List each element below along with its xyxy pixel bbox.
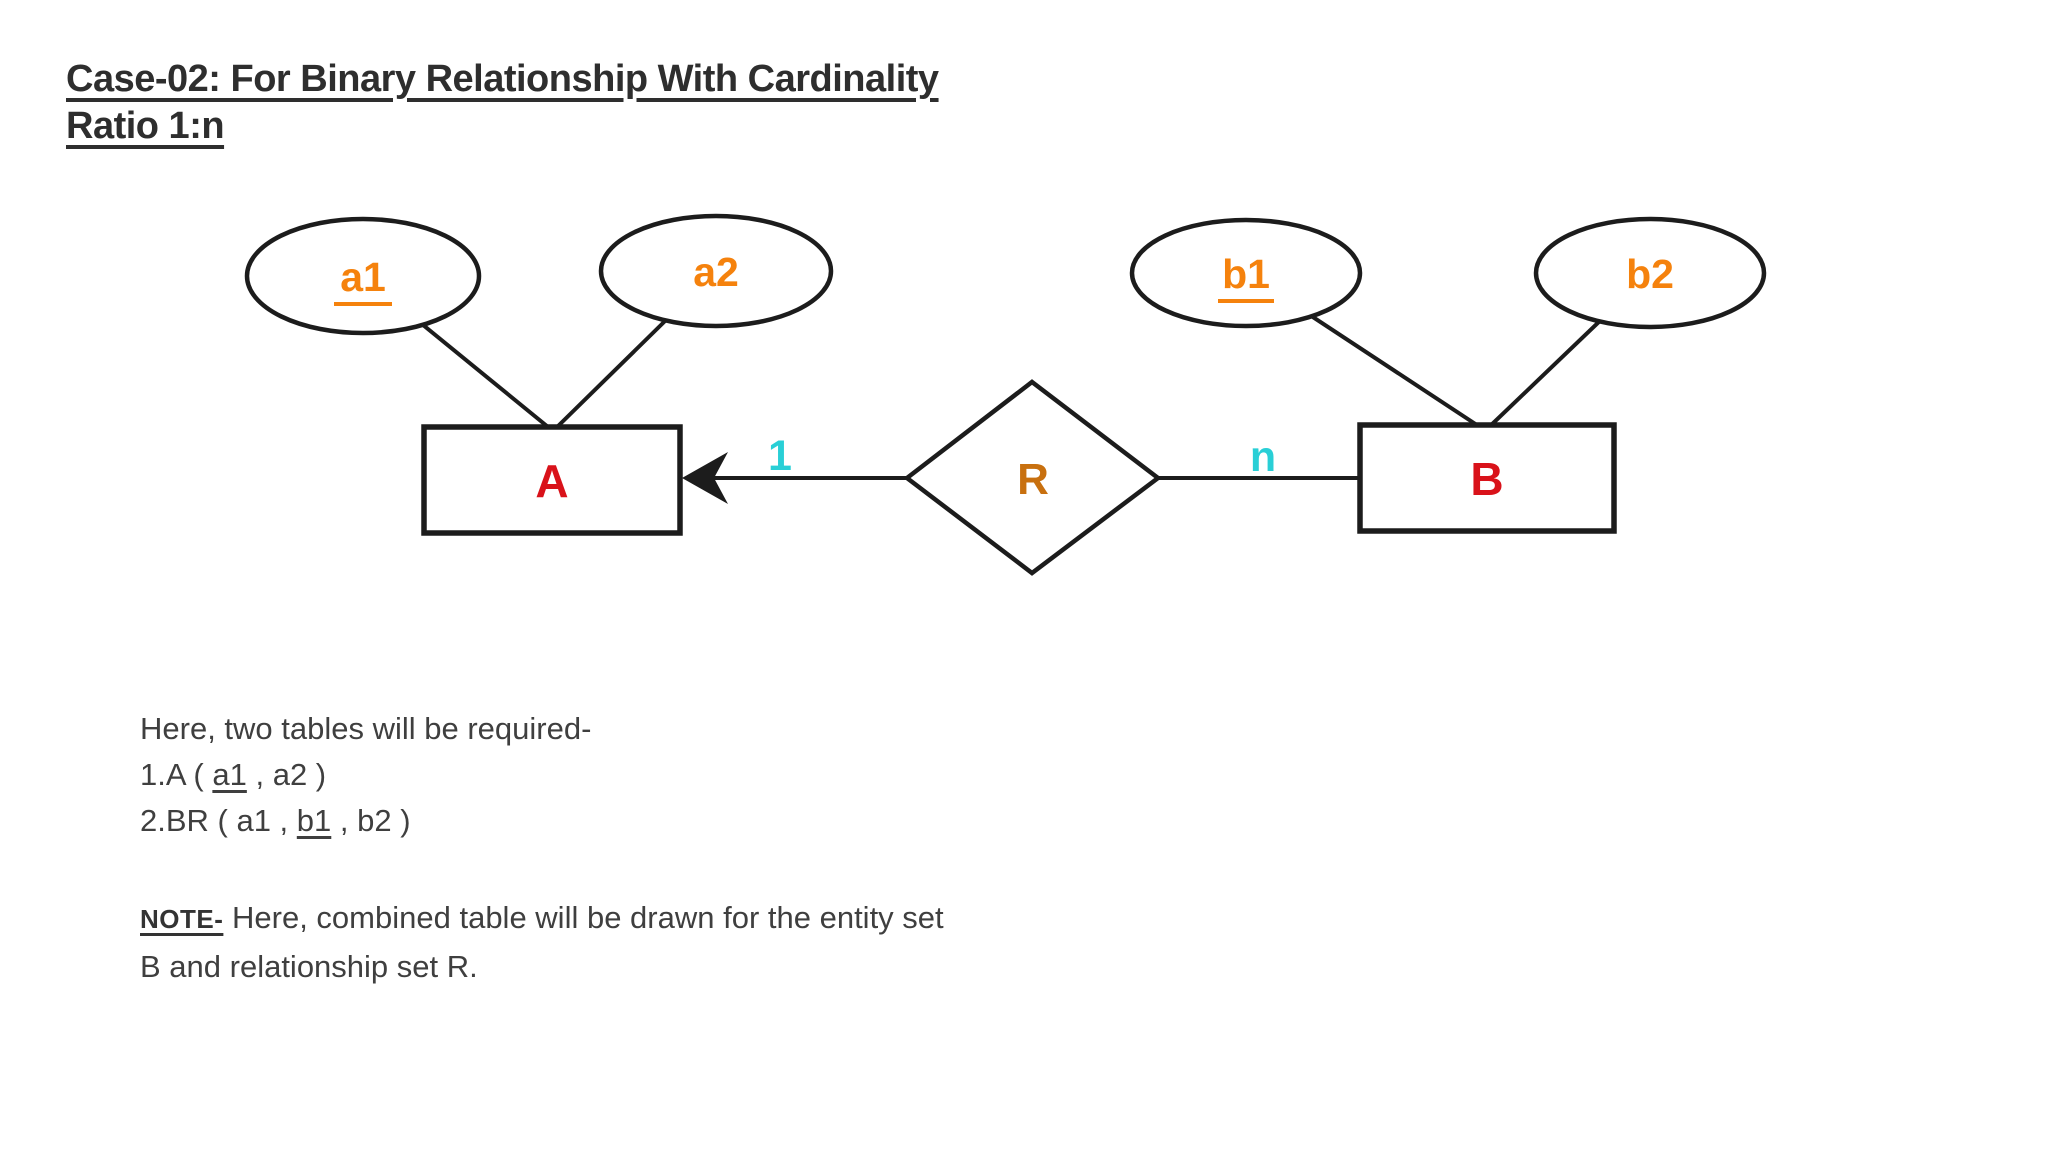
entity-rect-b xyxy=(1357,422,1617,534)
attribute-ellipse-b1 xyxy=(1129,217,1363,329)
title-line-2: Ratio 1:n xyxy=(66,105,225,147)
table-1-post: , a2 ) xyxy=(246,757,327,792)
attribute-label-b1: b1 xyxy=(1222,251,1270,297)
attribute-ellipse-a1 xyxy=(244,216,482,336)
entity-label-b: B xyxy=(1470,453,1503,505)
tables-intro: Here, two tables will be required- xyxy=(140,711,592,746)
note-line-1: Here, combined table will be drawn for t… xyxy=(232,900,944,935)
entity-label-a: A xyxy=(535,455,568,507)
attribute-ellipse-a2 xyxy=(598,213,834,329)
note-block: NOTE- Here, combined table will be drawn… xyxy=(140,894,1200,990)
table-2-post: , b2 ) xyxy=(331,803,411,838)
attribute-label-a2: a2 xyxy=(693,249,739,295)
attribute-ellipse-b2 xyxy=(1533,216,1767,330)
table-1-pre: 1.A ( xyxy=(140,757,213,792)
table-2-primary-key: b1 xyxy=(296,803,332,838)
page-title: Case-02: For Binary Relationship With Ca… xyxy=(66,56,939,150)
attribute-label-b2: b2 xyxy=(1626,251,1674,297)
table-2-pre: 2.BR ( a1 , xyxy=(140,803,297,838)
relationship-diamond xyxy=(903,379,1162,576)
cardinality-label-1: 1 xyxy=(768,432,792,480)
tables-text-block: Here, two tables will be required- 1.A (… xyxy=(140,706,591,844)
entity-rect-a xyxy=(421,424,683,536)
attribute-label-a1: a1 xyxy=(340,254,386,300)
table-definition-1: 1.A ( a1 , a2 ) xyxy=(140,752,591,798)
note-line-2: B and relationship set R. xyxy=(140,949,478,984)
table-1-primary-key: a1 xyxy=(212,757,247,792)
arrowhead-to-entity-a xyxy=(682,452,728,504)
table-definition-2: 2.BR ( a1 , b1 , b2 ) xyxy=(140,798,591,844)
title-line-1: Case-02: For Binary Relationship With Ca… xyxy=(66,58,939,100)
relationship-label-r: R xyxy=(1017,455,1049,504)
cardinality-label-n: n xyxy=(1250,433,1276,481)
note-label: NOTE- xyxy=(140,904,224,934)
